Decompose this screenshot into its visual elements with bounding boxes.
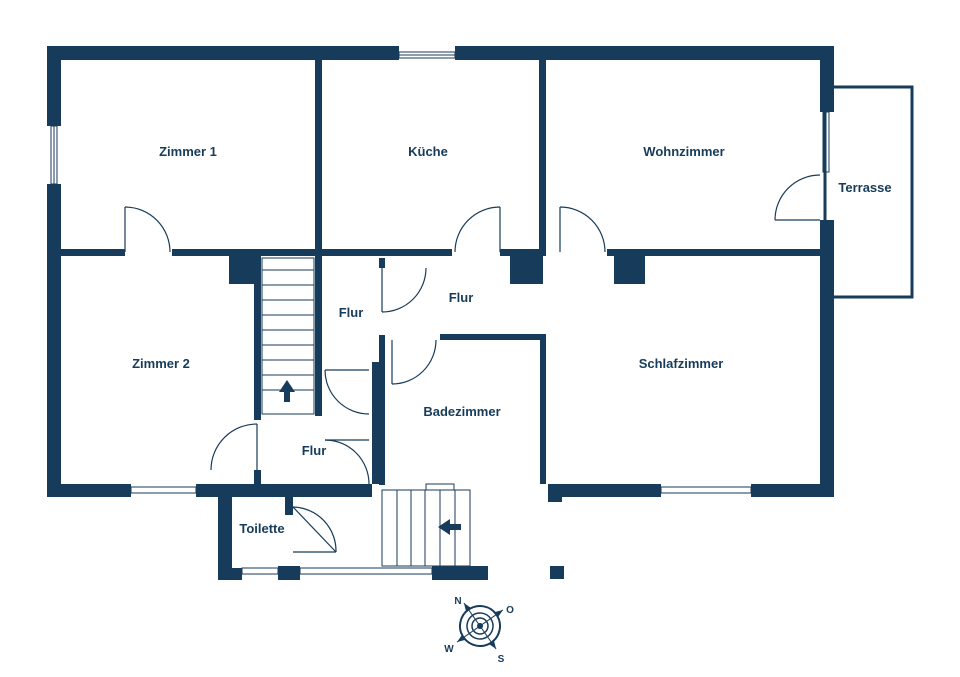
room-label-flur-middle: Flur (449, 290, 474, 305)
arrow-left-icon (438, 519, 461, 535)
arrow-up-icon (279, 380, 295, 402)
room-label-badezimmer: Badezimmer (423, 404, 500, 419)
interior-walls (61, 60, 820, 580)
doors[interactable] (124, 174, 821, 553)
outer-walls (47, 46, 834, 502)
compass-east-label: O (506, 605, 514, 616)
room-label-kueche: Küche (408, 144, 448, 159)
compass-west-label: W (444, 644, 454, 655)
room-label-flur-lower: Flur (302, 443, 327, 458)
room-label-terrasse: Terrasse (838, 180, 891, 195)
room-label-zimmer-1: Zimmer 1 (159, 144, 217, 159)
room-labels: Zimmer 1 Küche Wohnzimmer Terrasse Zimme… (132, 144, 892, 536)
compass-icon (456, 602, 504, 650)
room-label-wohnzimmer: Wohnzimmer (643, 144, 724, 159)
room-label-flur-upper: Flur (339, 305, 364, 320)
room-label-schlafzimmer: Schlafzimmer (639, 356, 724, 371)
staircase-inner[interactable] (261, 257, 315, 415)
room-label-zimmer-2: Zimmer 2 (132, 356, 190, 371)
room-label-toilette: Toilette (239, 521, 284, 536)
compass-south-label: S (498, 654, 505, 665)
compass-north-label: N (454, 596, 461, 607)
staircase-entry[interactable] (381, 483, 471, 567)
terrace-outline (823, 85, 914, 299)
